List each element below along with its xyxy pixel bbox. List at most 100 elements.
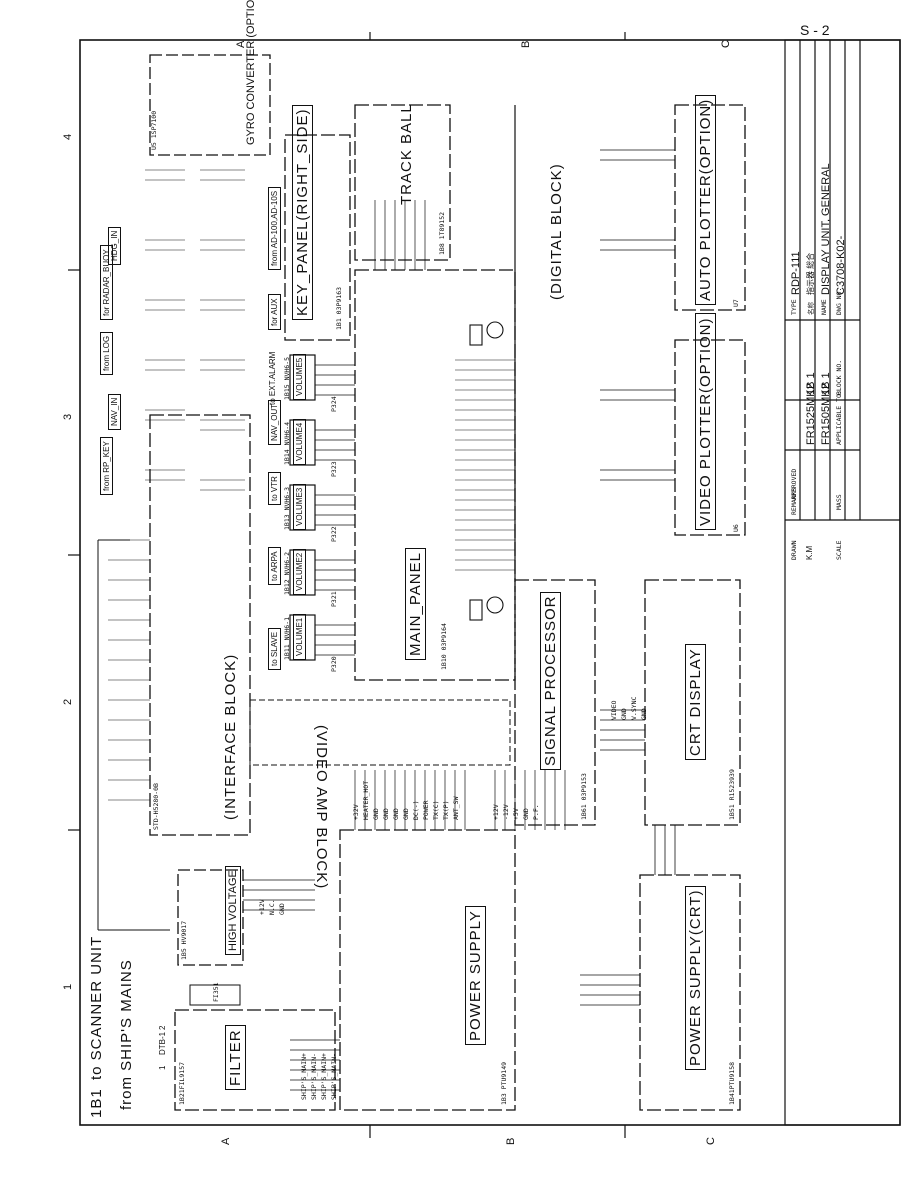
key-panel-ref: 1B1 03P9163 (335, 286, 343, 330)
conn-p321: P321 (330, 591, 338, 607)
volume-4: VOLUME4 (293, 418, 306, 465)
tb-drawn-by: K.M (805, 545, 814, 560)
ps-out-6: GND (402, 808, 410, 820)
key-panel-box (284, 134, 351, 341)
crt-title: CRT DISPLAY (685, 644, 706, 760)
ps-out-8: POWER (422, 800, 430, 820)
ps-crt-lines (580, 825, 676, 1006)
tb-mass-label: MASS (835, 494, 843, 510)
nav-in: NAV_IN (108, 393, 121, 430)
tb-row-2-block: 1B 1 (820, 372, 832, 395)
ps-out-13: -12V (502, 804, 510, 820)
fuse-ref: FI351 (212, 982, 220, 1002)
mains-pin-4: SHIP'S_MAIN- (330, 1053, 338, 1100)
volume-5: VOLUME5 (293, 353, 306, 400)
grid-col-b-top: B (520, 40, 532, 48)
hv-pin-2: N.C. (268, 899, 276, 915)
grid-col-a-bottom: A (220, 1137, 232, 1145)
track-ball-ref: 1B8 1T89152 (438, 211, 446, 255)
tb-approved-label: APPROVED (790, 468, 798, 500)
mains-term-dtb: DTB-1 (158, 1031, 167, 1055)
ps-crt-title: POWER SUPPLY(CRT) (685, 885, 706, 1070)
interface-title: (INTERFACE BLOCK) (222, 653, 239, 820)
nav-out: NAV_OUT (268, 399, 281, 445)
digital-bus (455, 359, 515, 571)
hv-pin-3: GND (278, 903, 286, 915)
volume-ref-5: 1B15 NVH6-5 (283, 356, 291, 400)
grid-ticks (68, 32, 626, 1138)
mains-pin-1: SHIP'S_MAIN+ (300, 1053, 308, 1100)
hv-box (177, 869, 244, 966)
ps-crt-box (639, 874, 741, 1111)
conn-p324: P324 (330, 396, 338, 412)
to-scanner-label: to SCANNER UNIT (88, 935, 105, 1080)
volume-3: VOLUME3 (293, 483, 306, 530)
filter-lines (290, 1039, 340, 1091)
tb-drawn-label: DRAWN (790, 540, 798, 560)
ps-title: POWER SUPPLY (465, 906, 486, 1045)
interface-block (149, 414, 251, 836)
ps-out-4: GND (382, 808, 390, 820)
volume-1: VOLUME1 (293, 613, 306, 660)
conn-p322: P322 (330, 526, 338, 542)
filter-ref: 1B21FIL9157 (178, 1061, 186, 1105)
crt-sig-4: GND (640, 708, 648, 720)
ps-out-5: GND (392, 808, 400, 820)
gyro-title: GYRO CONVERTER (OPTION) (245, 0, 257, 145)
ships-mains-label: from SHIP'S MAINS (118, 959, 135, 1110)
mains-pin-3: SHIP'S_MAIN+ (320, 1053, 328, 1100)
to-vtr: to VTR (268, 472, 281, 505)
video-plotter-box (674, 339, 746, 536)
ps-ref: 1B3 PTU9149 (500, 1061, 508, 1105)
volume-lines (315, 364, 355, 656)
grid-row-2: 2 (62, 698, 74, 705)
title-block-grid (784, 39, 901, 1126)
scanner-ref: 1B1 (88, 1088, 105, 1118)
grid-col-c-bottom: C (705, 1137, 717, 1145)
scanner-bus (97, 539, 170, 931)
ps-out-16: P.F. (532, 804, 540, 820)
from-ad100: from AD-100,AD-10S (268, 186, 281, 270)
grid-row-3: 3 (62, 413, 74, 420)
main-panel-box (354, 269, 516, 681)
tb-type-label: TYPE (790, 299, 798, 315)
conn-p323: P323 (330, 461, 338, 477)
tb-lines (374, 200, 426, 270)
plotter-lines (600, 149, 675, 481)
crt-sig-3: V.SYNC (630, 696, 638, 720)
key-panel-title: KEY_PANEL(RIGHT_SIDE) (292, 104, 313, 320)
video-amp-block (249, 699, 511, 766)
video-plotter-title: VIDEO PLOTTER(OPTION) (695, 313, 716, 530)
from-rp-key: from RP_KEY (100, 437, 113, 495)
sheet-border (79, 39, 901, 1126)
ps-out-9: TX(C) (432, 800, 440, 820)
ps-out-14: +5V (512, 808, 520, 820)
hv-pin-1: +12V (258, 899, 266, 915)
to-slave: to SLAVE (268, 627, 281, 670)
hv-title: HIGH VOLTAGE (225, 866, 241, 955)
hdg-in: HDG_IN (108, 226, 121, 265)
tb-name-label: NAME (820, 299, 828, 315)
auto-plotter-box (674, 104, 746, 311)
signal-processor-ref: 1B61 03P9153 (580, 773, 588, 820)
crt-sig-2: GND (620, 708, 628, 720)
ext-arrows (145, 169, 245, 491)
crt-sig-1: VIDEO (610, 700, 618, 720)
from-log: from LOG (100, 331, 113, 375)
ps-out-3: GND (372, 808, 380, 820)
volume-ref-3: 1B13 NVH6-3 (283, 486, 291, 530)
hv-lines (243, 879, 315, 911)
auto-plotter-ref: U7 (732, 299, 740, 307)
ps-out-11: ANT_SW (452, 796, 460, 820)
grid-col-b-bottom: B (505, 1137, 517, 1145)
tb-type: RDP-111 (790, 251, 802, 295)
for-aux: for AUX (268, 294, 281, 330)
gyro-ref: U5 1SP7100 (150, 110, 158, 150)
mains-pin-2: SHIP'S_MAIN- (310, 1053, 318, 1100)
grid-col-c-top: C (720, 40, 732, 48)
tb-name: DISPLAY UNIT, GENERAL (820, 163, 832, 295)
tb-jp-label: 名称 (807, 302, 815, 315)
signal-processor-title: SIGNAL PROCESSOR (540, 591, 561, 770)
